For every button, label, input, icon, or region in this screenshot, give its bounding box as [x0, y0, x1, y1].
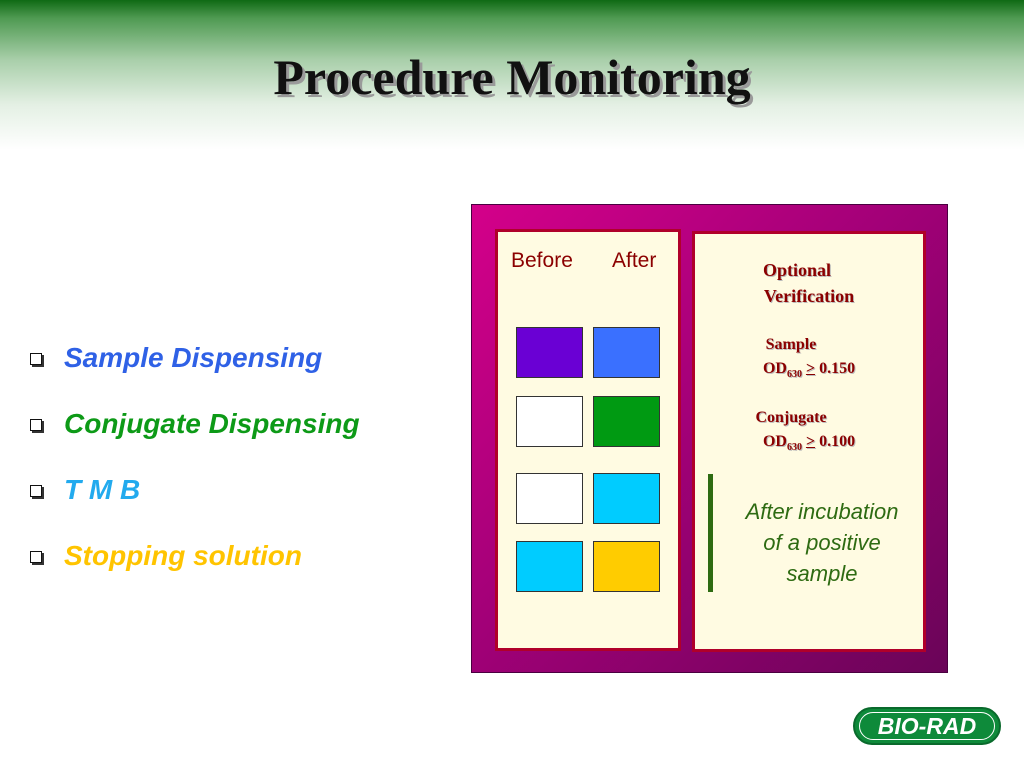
conjugate-label: Conjugate	[755, 409, 827, 426]
bullet-item: Conjugate Dispensing	[30, 404, 360, 470]
color-change-box: Before After	[495, 229, 681, 651]
after-swatch-tmb	[593, 473, 660, 524]
incubation-note: After incubation of a positive sample	[717, 496, 927, 589]
slide-title: Procedure Monitoring	[273, 49, 751, 105]
bullet-item: T M B	[30, 470, 360, 536]
logo-text: BIO-RAD	[859, 712, 995, 740]
note-line: After incubation	[745, 499, 899, 524]
after-swatch-conjugate	[593, 396, 660, 447]
checkbox-bullet-icon	[30, 485, 42, 497]
conjugate-od-threshold: OD630 > 0.100	[762, 433, 856, 454]
note-divider-bar	[708, 474, 713, 592]
checkbox-bullet-icon	[30, 419, 42, 431]
bullet-text: Conjugate Dispensing	[64, 408, 360, 439]
sample-label: Sample	[765, 336, 817, 353]
before-swatch-tmb	[516, 473, 583, 524]
bullet-text: T M B	[64, 474, 141, 505]
after-swatch-sample	[593, 327, 660, 378]
before-swatch-stopping	[516, 541, 583, 592]
before-swatch-conjugate	[516, 396, 583, 447]
checkbox-bullet-icon	[30, 353, 42, 365]
bullet-item: Stopping solution	[30, 536, 360, 602]
sample-od-threshold: OD630 > 0.150	[762, 360, 856, 381]
bio-rad-logo: BIO-RAD	[853, 707, 1001, 745]
before-swatch-sample	[516, 327, 583, 378]
bullet-list: Sample Dispensing Conjugate Dispensing T…	[30, 338, 360, 602]
verification-title-line1: Optional	[762, 260, 832, 280]
bullet-text: Stopping solution	[64, 540, 302, 571]
bullet-text: Sample Dispensing	[64, 342, 323, 373]
note-line: of a positive	[763, 530, 881, 555]
verification-title-line2: Verification	[763, 286, 855, 306]
checkbox-bullet-icon	[30, 551, 42, 563]
bullet-item: Sample Dispensing	[30, 338, 360, 404]
after-label: After	[612, 249, 657, 272]
monitoring-panel: Before After Optional Verification Sampl…	[471, 204, 948, 673]
note-line: sample	[786, 561, 858, 586]
after-swatch-stopping	[593, 541, 660, 592]
before-label: Before	[511, 249, 573, 272]
verification-box: Optional Verification Sample OD630 > 0.1…	[692, 231, 926, 652]
